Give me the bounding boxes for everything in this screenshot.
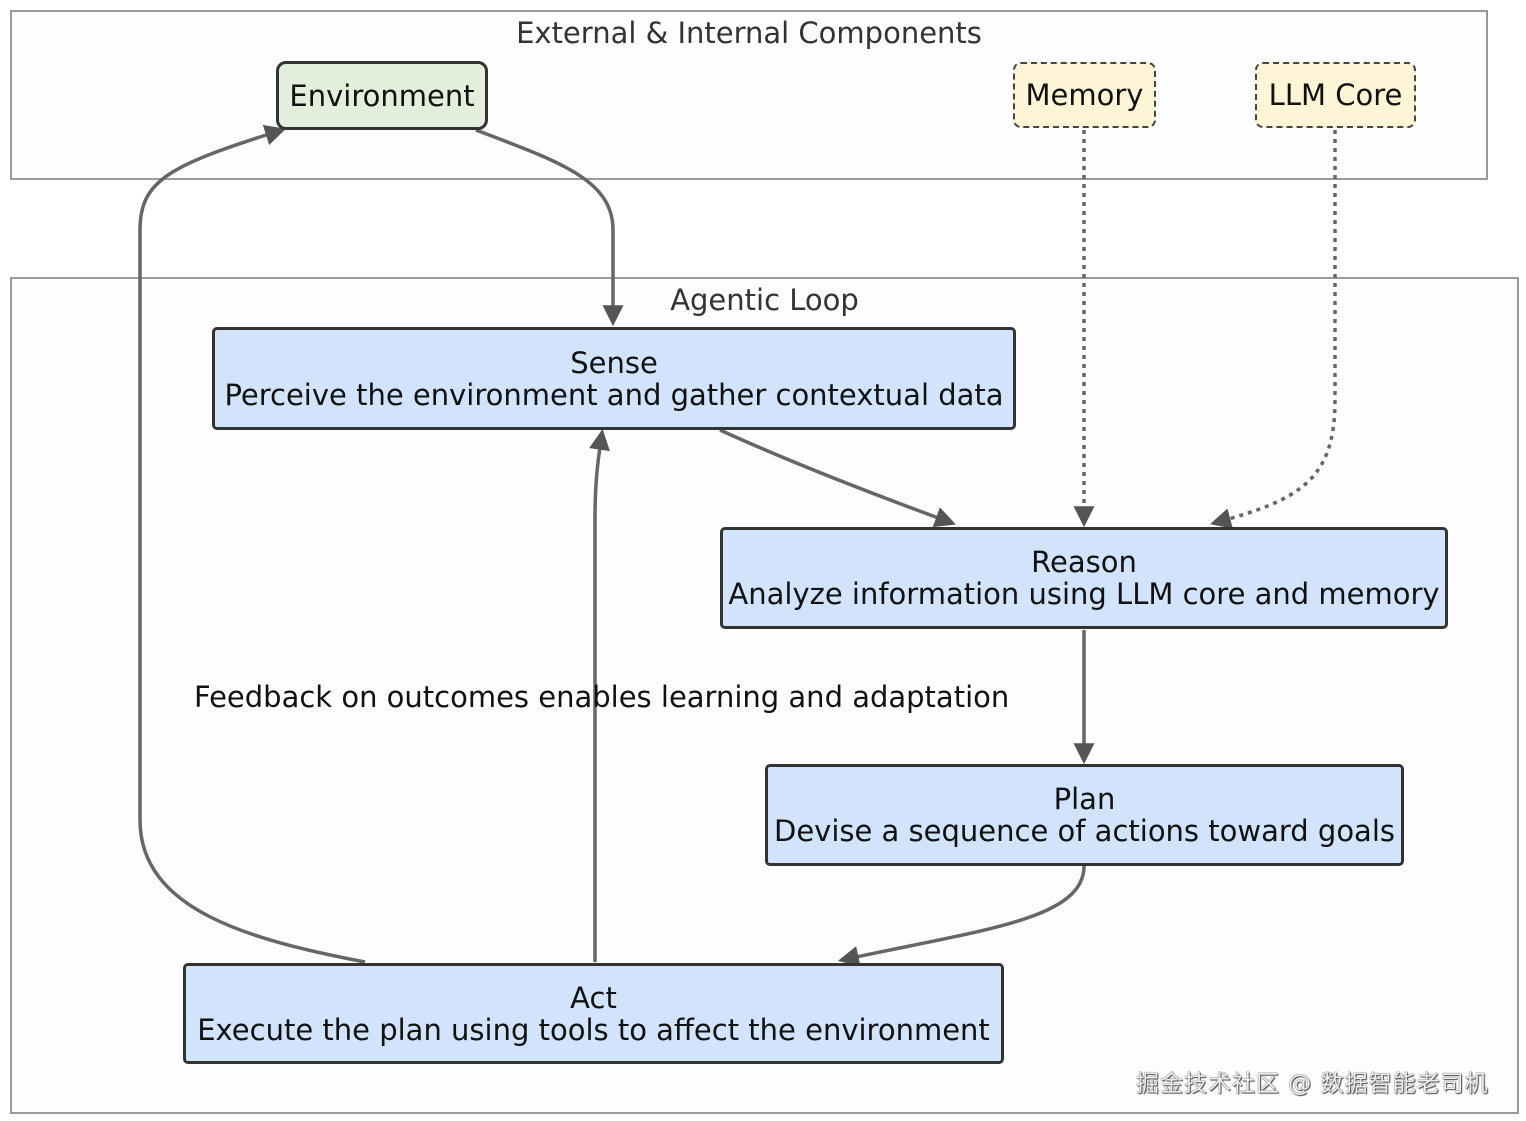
edge-act-environment xyxy=(138,124,366,964)
reason-node: Reason Analyze information using LLM cor… xyxy=(720,527,1448,629)
watermark: 掘金技术社区 @ 数据智能老司机 xyxy=(1136,1071,1489,1097)
act-description: Execute the plan using tools to affect t… xyxy=(197,1012,990,1047)
reason-description: Analyze information using LLM core and m… xyxy=(728,577,1440,611)
plan-title: Plan xyxy=(1053,782,1116,816)
edge-plan-act xyxy=(837,865,1086,967)
sense-title: Sense xyxy=(570,345,658,380)
act-title: Act xyxy=(570,980,617,1015)
feedback-edge-label: Feedback on outcomes enables learning an… xyxy=(194,680,1010,714)
edge-sense-reason xyxy=(719,428,956,528)
edge-act-sense xyxy=(589,428,610,962)
memory-label: Memory xyxy=(1025,78,1144,112)
edge-environment-sense xyxy=(475,128,624,327)
reason-title: Reason xyxy=(1031,545,1137,579)
act-node: Act Execute the plan using tools to affe… xyxy=(183,963,1004,1064)
llm-core-label: LLM Core xyxy=(1268,78,1403,112)
memory-node: Memory xyxy=(1013,62,1156,128)
components-cluster: External & Internal Components xyxy=(10,10,1488,180)
plan-node: Plan Devise a sequence of actions toward… xyxy=(765,764,1404,866)
agentic-loop-cluster-title: Agentic Loop xyxy=(670,283,859,317)
environment-label: Environment xyxy=(289,78,475,113)
components-cluster-title: External & Internal Components xyxy=(516,16,982,50)
edge-llm-reason xyxy=(1209,130,1337,529)
environment-node: Environment xyxy=(276,61,488,130)
plan-description: Devise a sequence of actions toward goal… xyxy=(773,814,1395,848)
sense-node: Sense Perceive the environment and gathe… xyxy=(212,327,1016,430)
sense-description: Perceive the environment and gather cont… xyxy=(224,377,1004,412)
llm-core-node: LLM Core xyxy=(1255,62,1416,128)
